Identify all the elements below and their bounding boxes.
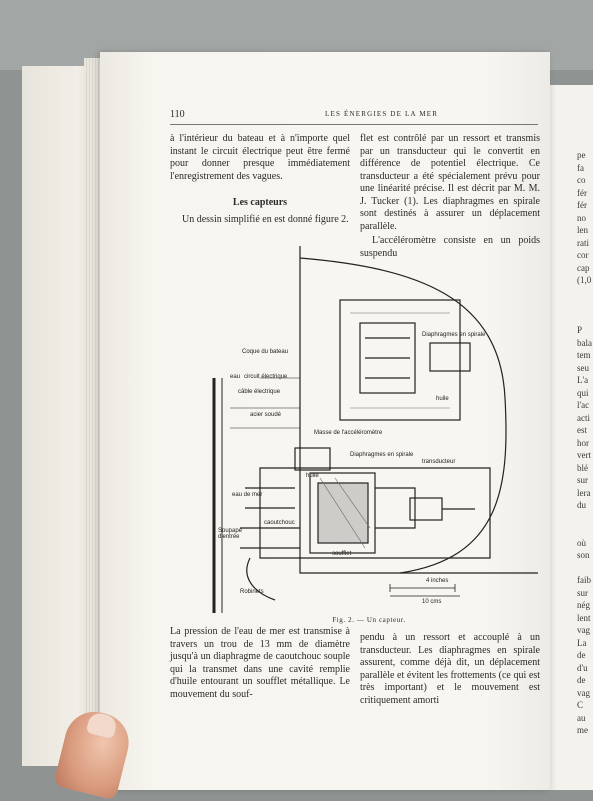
header-rule [170, 124, 538, 125]
label-caoutchouc: caoutchouc [264, 520, 295, 526]
right-column: flet est contrôlé par un ressort et tran… [360, 133, 540, 260]
sensor-diagram: Coque du bateau eau circuit électrique c… [200, 228, 538, 613]
label-huile-mid: huile [306, 473, 319, 479]
scale-inches: 4 inches [426, 578, 449, 584]
bottom-left-paragraph: La pression de l'eau de mer est transmis… [170, 626, 350, 700]
label-transducteur: transducteur [422, 459, 456, 465]
label-coque: Coque du bateau [242, 349, 289, 355]
sensor-drawing [212, 246, 538, 613]
paragraph: L'accéléromètre consiste en un poids sus… [360, 235, 540, 259]
paragraph: Un dessin simplifié en est donné figure … [182, 213, 349, 225]
label-diaphragmes-top: Diaphragmes en spirale [422, 332, 486, 338]
paragraph: flet est contrôlé par un ressort et tran… [360, 133, 540, 232]
figure-caption: Fig. 2. — Un capteur. [332, 616, 406, 624]
label-acier: acier soudé [250, 412, 282, 418]
label-eau-de-mer: eau de mer [232, 492, 263, 498]
right-page-fragment: pe fa co fér fér no len rati cor cap (1,… [577, 150, 592, 735]
section-heading: Les capteurs [232, 197, 288, 208]
label-masse: Masse de l'accéléromètre [314, 430, 383, 436]
page-header: 110 LES ÉNERGIES DE LA MER [170, 109, 530, 123]
label-robinets: Robinets [240, 589, 264, 595]
label-circuit: circuit électrique [244, 374, 288, 380]
label-soupape: Soupape d'entrée [218, 528, 243, 540]
label-soufflet: soufflet [332, 551, 352, 557]
page-number: 110 [170, 109, 185, 120]
label-diaphragmes-mid: Diaphragmes en spirale [350, 452, 414, 458]
label-huile-top: huile [436, 396, 449, 402]
running-title: LES ÉNERGIES DE LA MER [325, 110, 439, 118]
label-cable: câble électrique [238, 389, 281, 395]
left-column: à l'intérieur du bateau et à n'importe q… [170, 133, 350, 226]
scale-cms: 10 cms [422, 599, 442, 605]
book-page [100, 52, 550, 790]
paragraph: à l'intérieur du bateau et à n'importe q… [170, 133, 350, 182]
bottom-right-paragraph: pendu à un ressort et accouplé à un tran… [360, 632, 540, 706]
label-eau: eau [230, 374, 241, 380]
